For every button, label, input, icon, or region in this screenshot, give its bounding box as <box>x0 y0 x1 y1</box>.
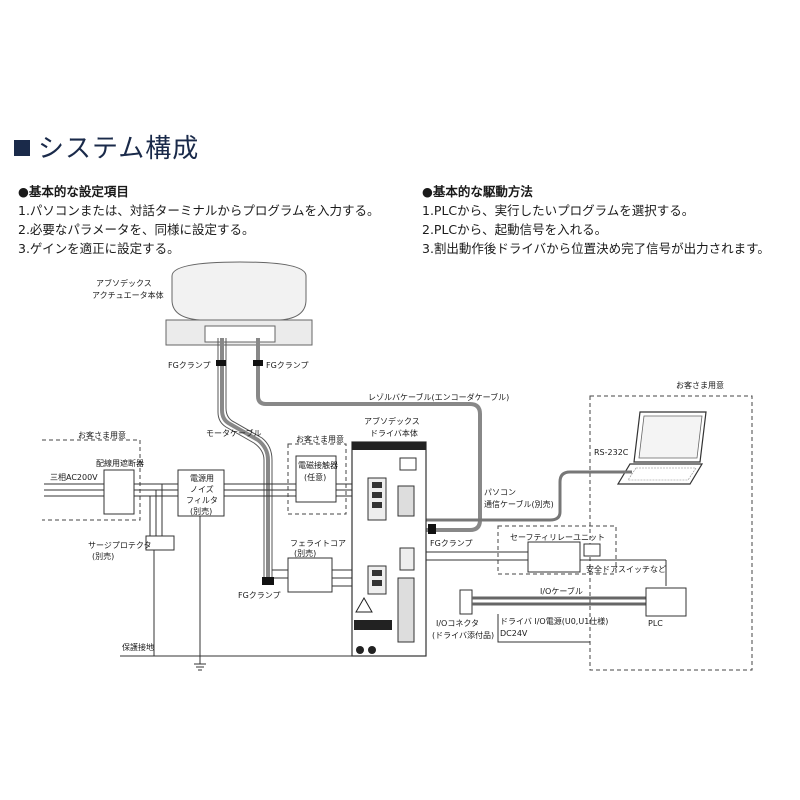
ferrite-label-1: フェライトコア <box>290 539 346 548</box>
customer-contactor-label: お客さま用意 <box>296 434 344 444</box>
rs232c-label: RS-232C <box>594 448 629 457</box>
safety-relay-box <box>527 541 581 573</box>
fg-clamp-bottom-label: FGクランプ <box>238 591 281 600</box>
pc-cable-label-1: パソコン <box>484 488 516 497</box>
contactor-label-2: (任意) <box>304 472 326 482</box>
noise-filter-box <box>177 469 225 517</box>
settings-item-2: 2.必要なパラメータを、同様に設定する。 <box>18 222 255 237</box>
customer-pc-area-label: お客さま用意 <box>676 380 724 390</box>
ground-lines <box>120 516 354 671</box>
laptop-icon <box>616 411 707 485</box>
driving-item-1: 1.PLCから、実行したいプログラムを選択する。 <box>422 203 695 218</box>
actuator-label-1: アブソデックス <box>96 278 152 288</box>
actuator-label-2: アクチュエータ本体 <box>92 290 164 300</box>
driving-heading: ●基本的な駆動方法 <box>422 184 533 199</box>
surge-label-2: (別売) <box>92 551 114 561</box>
io-connector-label-1: I/Oコネクタ <box>436 619 479 628</box>
safety-switch-box <box>583 543 601 557</box>
actuator-body <box>165 261 313 346</box>
breaker-box <box>103 469 135 515</box>
driving-section: ●基本的な駆動方法 1.PLCから、実行したいプログラムを選択する。 2.PLC… <box>422 182 770 258</box>
fg-clamp-bottom-mark <box>262 577 274 585</box>
ferrite-core-box <box>287 557 333 593</box>
fg-clamp-driver-label: FGクランプ <box>430 539 473 548</box>
settings-heading: ●基本的な設定項目 <box>18 184 129 199</box>
actuator-cables <box>220 338 482 580</box>
square-bullet-icon <box>14 140 30 156</box>
driving-item-3: 3.割出動作後ドライバから位置決め完了信号が出力されます。 <box>422 241 770 256</box>
io-connector-icon <box>459 589 473 615</box>
surge-protector-box <box>145 535 175 551</box>
settings-section: ●基本的な設定項目 1.パソコンまたは、対話ターミナルからプログラムを入力する。… <box>18 182 380 258</box>
safety-lines <box>426 551 667 586</box>
settings-item-1: 1.パソコンまたは、対話ターミナルからプログラムを入力する。 <box>18 203 380 218</box>
customer-left-label: お客さま用意 <box>78 430 126 440</box>
noise-filter-label-3: フィルタ <box>186 496 218 505</box>
contactor-area <box>287 443 347 515</box>
io-cable <box>472 596 646 606</box>
io-cable-label: I/Oケーブル <box>540 586 583 596</box>
resolver-cable-label: レゾルバケーブル(エンコーダケーブル) <box>368 392 509 402</box>
noise-filter-label-1: 電源用 <box>190 474 214 483</box>
fg-clamp-right-mark <box>253 360 263 366</box>
io-connector-label-2: (ドライバ添付品) <box>432 630 494 640</box>
page-title: システム構成 <box>14 128 199 165</box>
fg-clamp-right-label: FGクランプ <box>266 361 309 370</box>
noise-filter-label-4: (別売) <box>190 506 212 516</box>
settings-item-3: 3.ゲインを適正に設定する。 <box>18 241 180 256</box>
fg-clamp-driver-mark <box>428 524 436 534</box>
io-power-line <box>497 614 590 643</box>
driving-item-2: 2.PLCから、起動信号を入れる。 <box>422 222 608 237</box>
ferrite-label-2: (別売) <box>294 548 316 558</box>
pc-cable-label-2: 通信ケーブル(別売) <box>484 499 554 509</box>
customer-pc-area <box>589 395 753 671</box>
pc-cable <box>410 470 632 522</box>
contactor-box <box>295 455 337 503</box>
surge-label-1: サージプロテクタ <box>88 541 152 550</box>
ground-label: 保護接地 <box>122 642 154 652</box>
safety-area <box>497 525 617 575</box>
driver-label-2: ドライバ本体 <box>370 428 418 438</box>
page-title-text: システム構成 <box>38 134 200 164</box>
safety-door-label: 安全ドアスイッチなど <box>586 564 666 574</box>
noise-filter-label-2: ノイズ <box>190 484 214 494</box>
power-3phase-label: 三相AC200V <box>50 472 98 482</box>
driver-label-1: アブソデックス <box>364 416 420 426</box>
breaker-label: 配線用遮断器 <box>96 458 144 468</box>
fg-clamp-left-mark <box>216 360 226 366</box>
safety-relay-label: セーフティリレーユニット <box>510 533 605 542</box>
driver-io-power-label: ドライバ I/O電源(U0,U1仕様) <box>500 616 608 626</box>
dc24v-label: DC24V <box>500 629 528 638</box>
contactor-label-1: 電磁接触器 <box>298 460 338 470</box>
driver-body <box>351 441 427 657</box>
fg-clamp-left-label: FGクランプ <box>168 361 211 370</box>
motor-cable-label: モータケーブル <box>206 428 262 438</box>
cable-outline <box>217 338 273 580</box>
plc-box <box>645 587 687 617</box>
customer-left-area <box>42 439 141 521</box>
plc-label: PLC <box>648 619 663 628</box>
